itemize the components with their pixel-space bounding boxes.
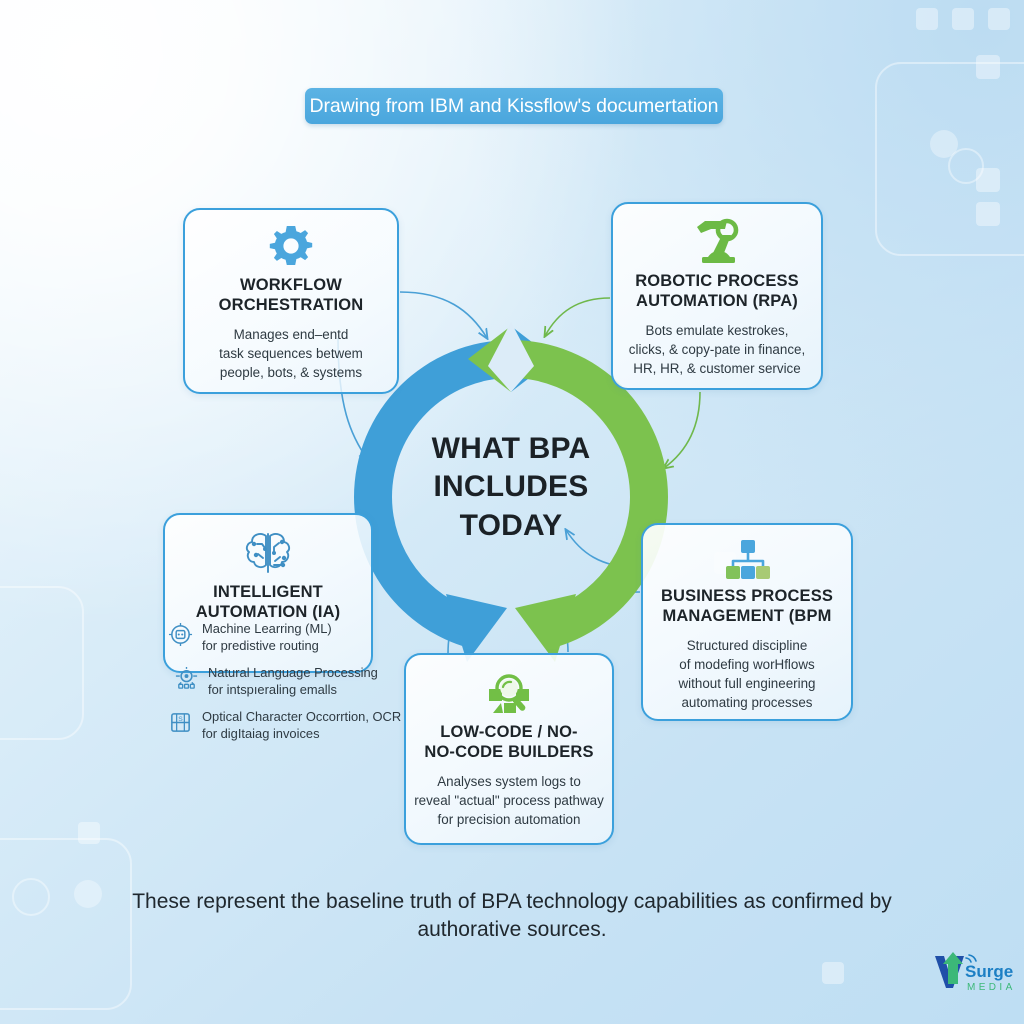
card-body: Manages end–entd task sequences betwem p…: [219, 325, 363, 382]
list-item-line1: Optical Character Occorrtion, OCR: [202, 708, 402, 724]
card-body-line2: of modefing worHflows: [679, 656, 815, 672]
card-title-line2: MANAGEMENT (BPM: [662, 607, 832, 626]
card-body: Analyses system logs to reveal "actual" …: [414, 772, 604, 829]
card-body-line3: for precision automation: [437, 811, 581, 827]
ai-brain-icon: [240, 527, 296, 579]
card-workflow-orchestration[interactable]: WORKFLOW ORCHESTRATION Manages end–entd …: [183, 208, 399, 394]
card-body-line3: without full engineering: [678, 675, 816, 691]
list-item[interactable]: S Optical Character Occorrtion, OCR for …: [168, 708, 408, 743]
intelligent-automation-items: Machine Learring (ML) for predistive rou…: [168, 620, 408, 752]
card-title-line2: AUTOMATION (RPA): [636, 292, 798, 311]
center-title-line3: TODAY: [459, 508, 563, 542]
card-title-line1: INTELLIGENT: [213, 583, 323, 601]
footer-caption: These represent the baseline truth of BP…: [112, 888, 912, 943]
logo-name: Surge: [965, 962, 1013, 981]
card-body-line1: Manages end–entd: [233, 326, 349, 342]
list-item[interactable]: Machine Learring (ML) for predistive rou…: [168, 620, 408, 655]
svg-text:S: S: [178, 716, 183, 723]
card-body-line2: task sequences betwem: [219, 345, 363, 361]
card-intelligent-automation[interactable]: INTELLIGENT AUTOMATION (IA): [163, 513, 373, 673]
ml-chip-icon: [168, 622, 193, 647]
card-business-process-management[interactable]: BUSINESS PROCESS MANAGEMENT (BPM Structu…: [641, 523, 853, 721]
list-item-line1: Natural Language Processing: [208, 664, 378, 680]
list-item-line2: for intspıeraling emalls: [208, 682, 337, 698]
ocr-scan-icon: S: [171, 712, 190, 732]
card-body-line3: HR, HR, & customer service: [633, 360, 801, 376]
card-body: Bots emulate kestrokes, clicks, & copy-p…: [629, 321, 805, 378]
card-title: LOW-CODE / NO- NO-CODE BUILDERS: [424, 722, 593, 763]
card-body: Structured discipline of modefing worHfl…: [679, 636, 816, 712]
card-title-line2: ORCHESTRATION: [218, 296, 364, 315]
center-title-line2: INCLUDES: [433, 470, 589, 504]
list-item-text: Natural Language Processing for intspıer…: [208, 664, 378, 699]
footer-line1: These represent the baseline truth of BP…: [132, 890, 892, 913]
gear-icon: [268, 222, 314, 272]
card-title-line1: ROBOTIC PROCESS: [635, 272, 799, 290]
card-body-line3: people, bots, & systems: [219, 364, 363, 380]
list-item-line2: for digItaiag invoices: [202, 726, 320, 742]
card-body-line4: automating processes: [681, 695, 813, 710]
card-robotic-process-automation[interactable]: ROBOTIC PROCESS AUTOMATION (RPA) Bots em…: [611, 202, 823, 390]
card-title: WORKFLOW ORCHESTRATION: [219, 275, 364, 316]
card-title-line1: LOW-CODE / NO-: [440, 723, 578, 741]
center-title: WHAT BPA INCLUDES TODAY: [386, 430, 636, 545]
logo-tagline: MEDIA: [967, 982, 1016, 993]
brand-logo[interactable]: Surge MEDIA: [933, 950, 1019, 994]
source-badge: Drawing from IBM and Kissflow's documert…: [305, 88, 723, 124]
card-body-line1: Bots emulate kestrokes,: [645, 322, 789, 338]
card-title: BUSINESS PROCESS MANAGEMENT (BPM: [661, 586, 833, 627]
list-item-line1: Machine Learring (ML): [202, 621, 332, 636]
magnifier-blocks-icon: [483, 667, 535, 719]
center-title-line1: WHAT BPA: [431, 432, 591, 465]
card-title-line1: WORKFLOW: [239, 276, 342, 294]
list-item-text: Optical Character Occorrtion, OCR for di…: [202, 708, 401, 743]
card-body-line1: Structured discipline: [686, 637, 808, 653]
source-badge-label: Drawing from IBM and Kissflow's documert…: [309, 94, 719, 117]
card-title-line1: BUSINESS PROCESS: [660, 587, 834, 605]
list-item[interactable]: Natural Language Processing for intspıer…: [174, 664, 408, 699]
robot-arm-icon: [691, 216, 743, 268]
list-item-line2: for predistive routing: [202, 638, 319, 654]
card-body-line2: reveal "actual" process pathway: [414, 792, 604, 808]
card-body-line1: Analyses system logs to: [437, 773, 581, 789]
card-title: INTELLIGENT AUTOMATION (IA): [196, 582, 341, 623]
card-title-line2: AUTOMATION (IA): [195, 603, 341, 622]
footer-line2: authorative sources.: [417, 917, 607, 941]
card-body-line2: clicks, & copy-pate in finance,: [628, 341, 806, 357]
cycle-diagram: [354, 322, 668, 662]
org-chart-icon: [720, 537, 774, 583]
card-title-line2: NO-CODE BUILDERS: [424, 743, 594, 762]
card-title: ROBOTIC PROCESS AUTOMATION (RPA): [635, 271, 799, 312]
card-low-code-no-code-builders[interactable]: LOW-CODE / NO- NO-CODE BUILDERS Analyses…: [404, 653, 614, 845]
nlp-node-icon: [175, 666, 198, 689]
list-item-text: Machine Learring (ML) for predistive rou…: [202, 620, 332, 655]
